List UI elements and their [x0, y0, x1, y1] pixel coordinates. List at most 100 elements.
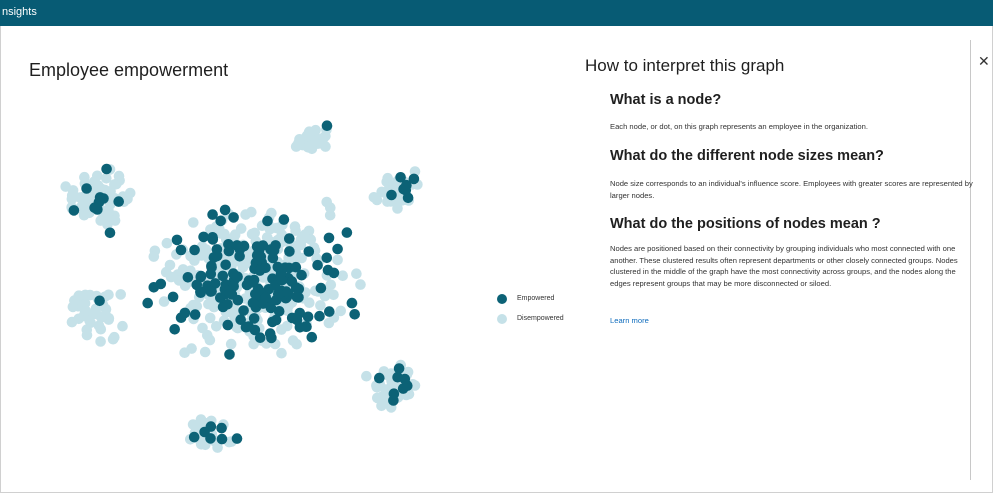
disempowered-node — [160, 266, 172, 278]
disempowered-node — [204, 312, 216, 324]
empowered-node — [273, 288, 284, 300]
disempowered-node — [239, 258, 251, 270]
disempowered-node — [290, 225, 301, 236]
empowered-node — [250, 288, 261, 300]
disempowered-node — [318, 132, 330, 143]
empowered-node — [251, 241, 263, 252]
disempowered-node — [84, 315, 95, 326]
disempowered-node — [158, 296, 170, 307]
empowered-node — [224, 349, 235, 360]
empowered-node — [148, 282, 160, 293]
disempowered-node — [161, 237, 173, 249]
disempowered-node — [377, 391, 388, 402]
disempowered-node — [332, 254, 343, 266]
disempowered-node — [74, 192, 86, 203]
empowered-node — [169, 324, 180, 335]
empowered-node — [267, 252, 279, 264]
disempowered-node — [328, 289, 339, 301]
app-header-bar: nsights — [0, 0, 993, 26]
disempowered-node — [296, 252, 307, 264]
empowered-node — [175, 244, 187, 256]
empowered-node — [264, 328, 276, 339]
empowered-node — [234, 251, 245, 262]
empowered-node — [254, 332, 266, 343]
disempowered-node — [382, 369, 393, 381]
disempowered-node — [264, 224, 276, 235]
empowered-node — [191, 279, 203, 291]
empowered-node — [240, 321, 252, 333]
empowered-node — [188, 431, 200, 443]
empowered-node — [211, 250, 223, 262]
empowered-node — [241, 279, 253, 291]
disempowered-node — [371, 382, 383, 393]
empowered-node — [286, 276, 298, 287]
disempowered-node — [392, 203, 403, 214]
disempowered-node — [88, 176, 100, 187]
disempowered-node — [215, 228, 227, 239]
section-body-positions: Nodes are positioned based on their conn… — [610, 244, 958, 288]
disempowered-node — [337, 270, 349, 281]
empowered-node — [275, 268, 287, 280]
empowered-node — [270, 314, 282, 326]
empowered-node — [323, 232, 335, 244]
disempowered-node — [78, 209, 90, 221]
empowered-node — [302, 311, 314, 323]
empowered-node — [306, 331, 318, 343]
disempowered-node — [361, 370, 372, 382]
empowered-node — [238, 305, 249, 316]
empowered-node — [205, 268, 217, 280]
disempowered-node — [276, 347, 287, 359]
disempowered-node — [81, 329, 93, 341]
disempowered-node — [115, 289, 126, 300]
empowered-node — [312, 259, 323, 271]
empowered-node — [262, 215, 273, 227]
empowered-node — [290, 261, 302, 273]
disempowered-node — [69, 295, 80, 306]
disempowered-node — [211, 321, 222, 332]
disempowered-node — [95, 336, 106, 347]
empowered-node — [189, 309, 201, 320]
close-icon[interactable]: ✕ — [978, 53, 990, 69]
empowered-node — [349, 309, 361, 320]
empowered-node — [260, 292, 271, 303]
empowered-node — [113, 196, 124, 207]
empowered-node — [235, 314, 246, 325]
disempowered-node — [80, 305, 92, 317]
disempowered-node — [101, 173, 112, 184]
empowered-node — [220, 259, 231, 271]
empowered-node — [231, 271, 243, 282]
empowered-node — [393, 363, 405, 374]
disempowered-node — [306, 143, 318, 155]
disempowered-node — [124, 187, 136, 199]
empowered-node — [248, 313, 260, 324]
empowered-node — [215, 215, 226, 227]
disempowered-node — [321, 196, 333, 208]
empowered-node — [284, 233, 295, 244]
empowered-node — [231, 240, 243, 251]
empowered-node — [81, 183, 92, 194]
disempowered-node — [225, 338, 237, 350]
empowered-node — [321, 120, 333, 131]
disempowered-node — [60, 181, 71, 192]
disempowered-node — [66, 316, 78, 328]
empowered-node — [104, 227, 116, 239]
disempowered-node — [382, 172, 394, 184]
disempowered-node — [376, 186, 388, 198]
empowered-node — [291, 314, 303, 326]
empowered-node — [216, 422, 227, 434]
empowered-node — [254, 265, 266, 276]
disempowered-node — [204, 334, 216, 346]
empowered-node — [179, 307, 191, 319]
disempowered-node — [376, 400, 387, 412]
disempowered-node — [109, 179, 120, 190]
graph-title: Employee empowerment — [29, 60, 229, 80]
learn-more-link[interactable]: Learn more — [610, 316, 649, 325]
empowered-node — [328, 267, 340, 279]
section-heading-node: What is a node? — [610, 92, 722, 108]
empowered-node — [374, 372, 385, 384]
empowered-node — [315, 282, 327, 294]
empowered-node — [293, 292, 304, 303]
empowered-node — [206, 260, 217, 272]
employee-network-graph — [60, 120, 423, 453]
empowered-node — [401, 179, 412, 191]
